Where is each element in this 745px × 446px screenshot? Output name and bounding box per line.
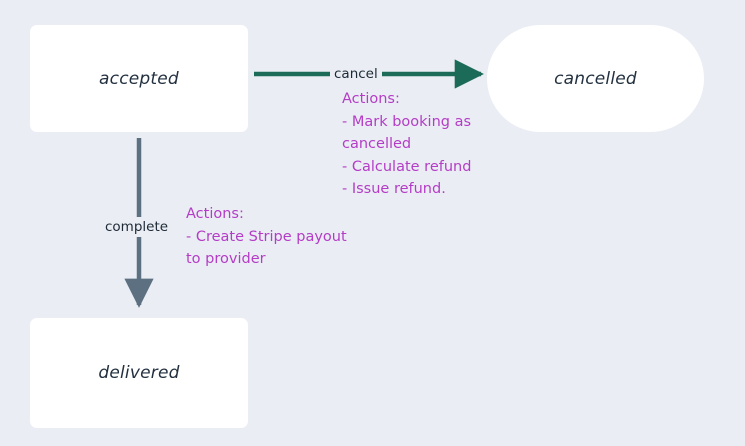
edge-note-cancel-item-3: - Issue refund.	[342, 181, 446, 198]
edge-label-complete: complete	[101, 217, 173, 237]
edge-note-complete-heading: Actions:	[186, 206, 244, 222]
state-node-cancelled[interactable]: cancelled	[487, 25, 704, 132]
state-node-accepted[interactable]: accepted	[30, 25, 248, 132]
edge-note-complete: Actions: - Create Stripe payout to provi…	[186, 203, 347, 271]
state-node-accepted-label: accepted	[99, 68, 179, 89]
edge-note-cancel-item-2: - Calculate refund	[342, 158, 472, 175]
state-node-cancelled-label: cancelled	[554, 68, 637, 89]
edge-note-complete-item-1: to provider	[186, 251, 266, 268]
edge-note-cancel: Actions: - Mark booking as cancelled - C…	[342, 88, 471, 201]
edge-label-cancel: cancel	[331, 66, 381, 82]
edge-note-cancel-item-1: cancelled	[342, 136, 412, 153]
edge-note-cancel-item-0: - Mark booking as	[342, 113, 472, 130]
edge-note-cancel-heading: Actions:	[342, 91, 400, 107]
state-node-delivered-label: delivered	[98, 363, 180, 383]
edge-note-complete-item-0: - Create Stripe payout	[186, 228, 347, 245]
state-node-delivered[interactable]: delivered	[30, 318, 248, 428]
